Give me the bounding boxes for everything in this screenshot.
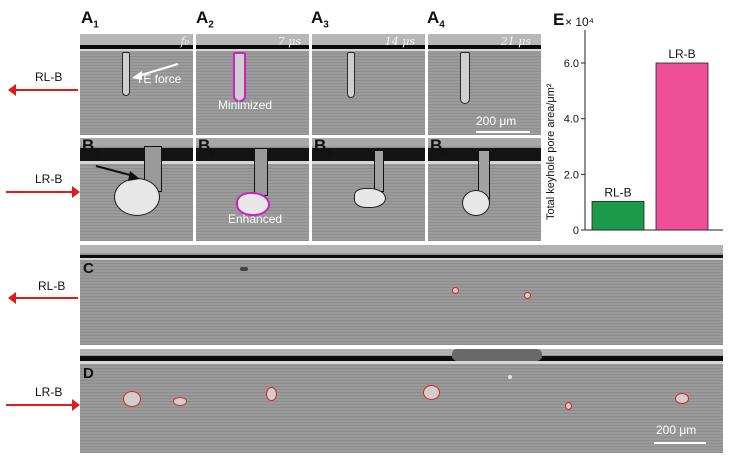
- pore-d-2: [173, 397, 187, 406]
- label-rl-b-row-c: RL-B: [38, 279, 66, 293]
- panel-a1: f₀ TE force: [80, 34, 193, 135]
- panel-label-d: D: [83, 365, 94, 382]
- enhanced-label: Enhanced: [228, 212, 283, 226]
- pore-d-4: [423, 385, 440, 400]
- time-label-a2: 7 μs: [277, 35, 301, 48]
- time-label-a1: f₀: [180, 35, 189, 48]
- pore-d-6: [675, 393, 689, 404]
- keyhole-pore-b4: [462, 190, 490, 216]
- label-lr-b-row-d: LR-B: [35, 385, 63, 399]
- pore-d-5: [565, 402, 572, 410]
- y-tick-label: 4.0: [564, 114, 579, 126]
- bar-lr-b: [655, 62, 709, 231]
- panel-b4: B4: [428, 138, 541, 241]
- panel-label-b2: B2: [198, 138, 216, 159]
- panel-d: D 200 μm: [80, 349, 723, 453]
- arrow-left-row-c: [8, 292, 78, 304]
- panel-label-a2: A2: [196, 8, 214, 31]
- panel-b3: B3: [312, 138, 425, 241]
- bar-rl-b: [591, 200, 645, 231]
- chart-e: × 10⁴ Total keyhole pore area/μm² 0 2.0 4.…: [545, 15, 723, 237]
- panel-label-a1: A1: [81, 8, 99, 31]
- bar-label-rl-b: RL-B: [604, 185, 631, 199]
- panel-b1: B1: [80, 138, 193, 241]
- minimized-label: Minimized: [218, 98, 273, 112]
- label-rl-b-row-a: RL-B: [35, 70, 63, 84]
- panel-a2: 7 μs Minimized: [196, 34, 309, 135]
- keyhole-pore-b2: [236, 192, 270, 216]
- chart-ylabel: Total keyhole pore area/μm²: [545, 83, 557, 220]
- time-label-a3: 14 μs: [384, 35, 415, 48]
- label-lr-b-row-b: LR-B: [35, 172, 63, 186]
- panel-label-c: C: [83, 260, 94, 277]
- panel-label-a3: A3: [311, 8, 329, 31]
- keyhole-pore-b3: [354, 188, 386, 208]
- panel-b2: Enhanced B2: [196, 138, 309, 241]
- panel-a4: 21 μs 200 μm: [428, 34, 541, 135]
- te-force-arrow: [132, 63, 179, 80]
- panel-label-e: E: [553, 10, 565, 29]
- arrow-left-row-a: [8, 84, 78, 96]
- panel-c: C: [80, 245, 723, 345]
- panel-label-a4: A4: [427, 8, 445, 31]
- y-tick-label: 6.0: [564, 58, 579, 70]
- arrow-right-row-b: [6, 186, 80, 198]
- panel-label-b1: B1: [82, 138, 100, 159]
- arrow-right-row-d: [6, 399, 80, 411]
- pore-d-3: [266, 387, 277, 401]
- panel-a3: 14 μs: [312, 34, 425, 135]
- pore-d-1: [123, 391, 141, 407]
- panel-label-b3: B3: [314, 138, 332, 159]
- scale-bar-bottom-label: 200 μm: [656, 423, 697, 437]
- bar-label-lr-b: LR-B: [668, 47, 695, 61]
- panel-label-b4: B4: [430, 138, 448, 159]
- scale-bar-top-label: 200 μm: [476, 114, 517, 128]
- scale-bar-top: [476, 131, 530, 133]
- y-tick-label: 0: [573, 225, 579, 237]
- chart-multiplier: × 10⁴: [565, 15, 594, 29]
- scale-bar-bottom: [654, 442, 706, 444]
- pore-c-1: [452, 287, 459, 294]
- time-label-a4: 21 μs: [500, 35, 531, 48]
- te-force-label: TE force: [136, 72, 182, 86]
- pore-c-2: [524, 292, 531, 299]
- flow-arrow-b1: [95, 165, 140, 181]
- y-tick-label: 2.0: [564, 169, 579, 181]
